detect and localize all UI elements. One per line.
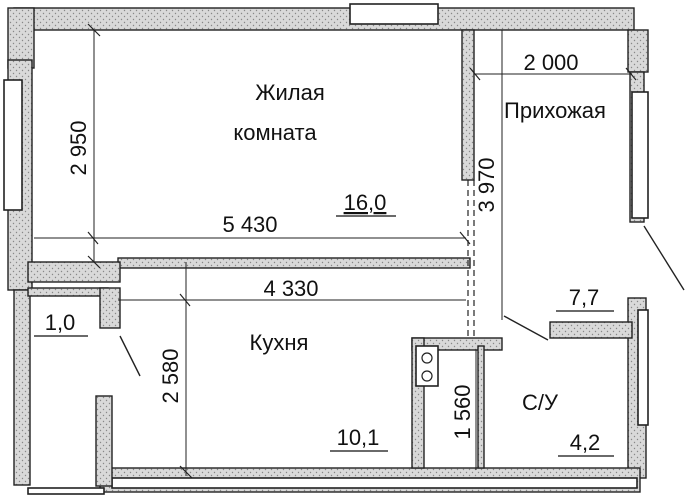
bathroom-name: С/У xyxy=(522,390,559,415)
bathroom-area: 4,2 xyxy=(570,430,601,455)
balcony-area: 1,0 xyxy=(45,310,76,335)
kitchen-name: Кухня xyxy=(250,330,309,355)
interior-walls xyxy=(27,29,685,487)
dim-living-width: 5 430 xyxy=(222,212,277,237)
living-room-name-line2: комната xyxy=(233,120,317,145)
dimension-lines xyxy=(34,23,637,479)
dim-hall-width: 2 000 xyxy=(523,50,578,75)
dim-hall-height: 3 970 xyxy=(474,157,499,212)
dim-kitchen-width: 4 330 xyxy=(263,276,318,301)
hall-name: Прихожая xyxy=(504,98,606,123)
dim-kitchen-height: 2 580 xyxy=(158,348,183,403)
living-room-area: 16,0 xyxy=(344,190,387,215)
dim-living-height: 2 950 xyxy=(66,120,91,175)
dim-bath-height: 1 560 xyxy=(450,384,475,439)
outer-walls xyxy=(3,3,649,495)
kitchen-area: 10,1 xyxy=(337,425,380,450)
hall-area: 7,7 xyxy=(569,285,600,310)
living-room-name-line1: Жилая xyxy=(255,80,325,105)
